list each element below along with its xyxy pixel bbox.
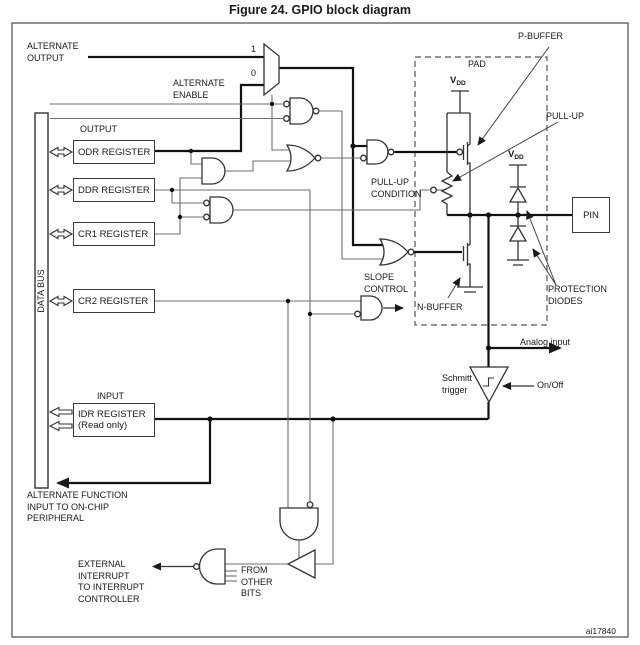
mux-output-wire [279,66,384,247]
p-buffer-pointer [477,46,550,146]
figure-frame [11,22,629,638]
odr-register-box: ODR REGISTER [73,140,155,164]
odr-bus-arrow [48,146,74,158]
slope-control-label: SLOPE CONTROL [364,272,409,294]
alternate-function-label: ALTERNATE FUNCTION INPUT TO ON-CHIP PERI… [27,490,128,523]
cr1-register-label: CR1 REGISTER [78,228,149,240]
nor-gate-enable [285,144,316,172]
diode-vdd-rail [509,164,527,188]
schmitt-trigger-label: Schmitt trigger [442,373,473,395]
slope-control-and [360,295,383,321]
cr2-register-label: CR2 REGISTER [78,295,149,307]
cr1-bus-arrow [48,228,74,240]
cr1-register-box: CR1 REGISTER [73,222,155,246]
external-interrupt-label: EXTERNAL INTERRUPT TO INTERRUPT CONTROLL… [78,559,145,604]
odr-register-label: ODR REGISTER [78,146,151,158]
vdd-v: V [450,75,457,86]
vdd-sub: DD [514,154,524,161]
from-other-bits-label: FROM OTHER BITS [241,565,273,598]
ddr-register-box: DDR REGISTER [73,178,155,202]
on-off-label: On/Off [537,380,564,390]
bus-arrows [48,146,74,432]
mux-input-0-label: 0 [251,68,257,78]
vdd-sub: DD [456,80,466,87]
and-gate-mid [201,157,226,185]
diode-ground [507,241,529,266]
figure-title: Figure 24. GPIO block diagram [229,3,411,17]
pbuffer-nand [366,139,389,165]
pull-up-pointer [452,121,559,182]
pad-dashed-box [414,56,548,326]
pin-box: PIN [572,197,610,233]
nmos-ground [457,244,483,293]
pull-up-resistor [440,171,454,215]
protection-diode-bottom [508,225,528,242]
ext-interrupt-nand [198,548,226,585]
logic-gates [193,42,510,585]
pad-label: PAD [468,59,486,69]
pmos-gate-bubble [456,148,464,156]
n-buffer-label: N-BUFFER [417,302,463,312]
pmos-nmos-drain [467,162,471,245]
vdd-rail [446,90,471,172]
pad-devices [430,90,529,293]
output-header-label: OUTPUT [80,124,117,134]
nbuffer-nor [378,238,409,266]
protection-diodes-label: PROTECTION DIODES [548,284,608,306]
alternate-output-label: ALTERNATE OUTPUT [27,41,79,63]
thick-wires [56,55,572,489]
data-bus-bar [34,112,49,489]
idr-register-label: IDR REGISTER (Read only) [78,409,146,431]
vdd-diode-label: VDD [508,149,524,161]
p-buffer-label: P-BUFFER [518,31,563,41]
hysteresis-icon [483,377,494,387]
pull-up-condition-label: PULL-UP CONDITION [371,177,422,199]
cr2-register-box: CR2 REGISTER [73,289,155,313]
tristate-buffer [286,548,316,580]
pull-up-label: PULL-UP [546,111,585,121]
interrupt-and-gate [279,507,319,541]
mux-input-1-label: 1 [251,44,257,54]
cr2-bus-arrow [48,295,74,307]
nand-gate-top [289,97,314,125]
analog-input-label: Analog input [520,337,571,347]
idr-read-arrow-2 [48,420,73,432]
ddr-register-label: DDR REGISTER [78,184,150,196]
data-bus-label: DATA BUS [36,269,46,313]
reference-code: ai17840 [585,626,616,636]
thin-wires [50,95,444,582]
idr-read-arrow-1 [48,406,73,418]
mux [263,42,280,97]
protection-diode-top [508,186,528,203]
arrow-wires [152,304,534,571]
vdd-v: V [508,149,515,160]
vdd-pad-label: VDD [450,75,466,87]
n-buffer-pointer [447,277,461,299]
protection-pointer-1 [526,210,557,286]
idr-register-box: IDR REGISTER (Read only) [73,403,155,437]
junction-dots [169,101,521,422]
pull-up-condition-bubble [430,186,437,194]
alternate-enable-label: ALTERNATE ENABLE [173,78,225,100]
alt-function-wire [56,419,212,489]
input-header-label: INPUT [97,391,124,401]
pin-label: PIN [583,209,599,221]
ddr-bus-arrow [48,184,74,196]
protection-pointer-2 [532,248,557,286]
nand-gate-lower [209,196,234,224]
